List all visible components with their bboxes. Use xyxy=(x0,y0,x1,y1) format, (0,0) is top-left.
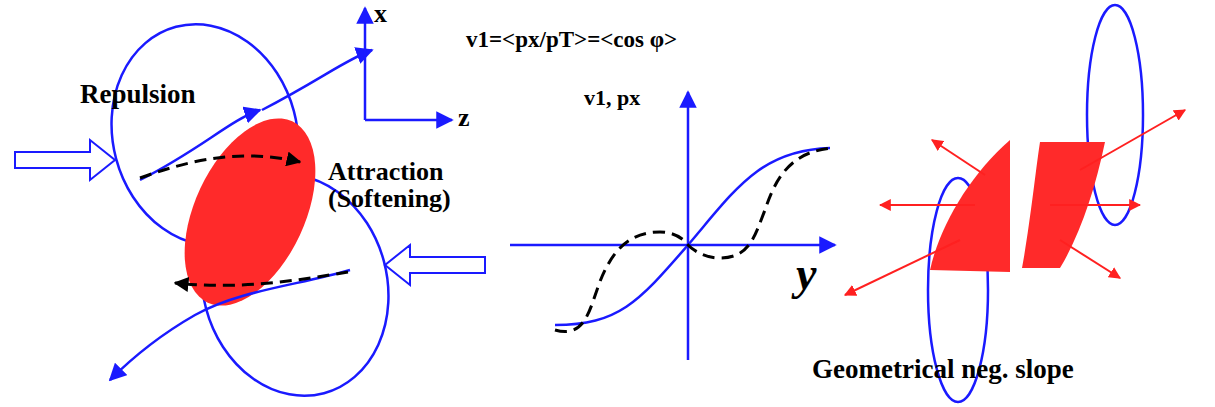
axis-label: y xyxy=(796,250,816,298)
caption-label: Geometrical neg. slope xyxy=(812,355,1074,383)
repulsion-arrow xyxy=(262,50,372,110)
emission-arrow xyxy=(932,140,985,175)
softened-flow-curve xyxy=(555,148,835,332)
graph-axis xyxy=(510,244,835,247)
fireball xyxy=(158,98,342,326)
axis-label: z xyxy=(458,104,470,131)
emission-arrow xyxy=(845,240,960,295)
emission-arrow xyxy=(1050,204,1140,206)
axis-label: x xyxy=(374,0,387,27)
attraction-path xyxy=(140,156,300,178)
normal-flow-curve xyxy=(555,148,830,325)
repulsion-arrow xyxy=(140,110,260,180)
nucleus-outline xyxy=(1087,5,1143,225)
axis-label: v1, px xyxy=(584,86,640,109)
emission-arrow xyxy=(1060,240,1120,278)
x-axis xyxy=(364,8,367,120)
emission-arrow xyxy=(880,204,975,206)
repulsion-arrow xyxy=(110,270,350,380)
emission-arrow xyxy=(1080,110,1185,170)
force-label: Repulsion xyxy=(80,80,196,108)
graph-axis xyxy=(687,92,690,360)
force-label: Attraction (Softening) xyxy=(328,158,513,213)
formula-label: v1=<px/pT>=<cos φ> xyxy=(466,28,677,52)
z-axis xyxy=(365,119,452,122)
beam-arrow xyxy=(385,245,485,285)
beam-arrow xyxy=(15,140,115,180)
attraction-path xyxy=(175,272,348,285)
